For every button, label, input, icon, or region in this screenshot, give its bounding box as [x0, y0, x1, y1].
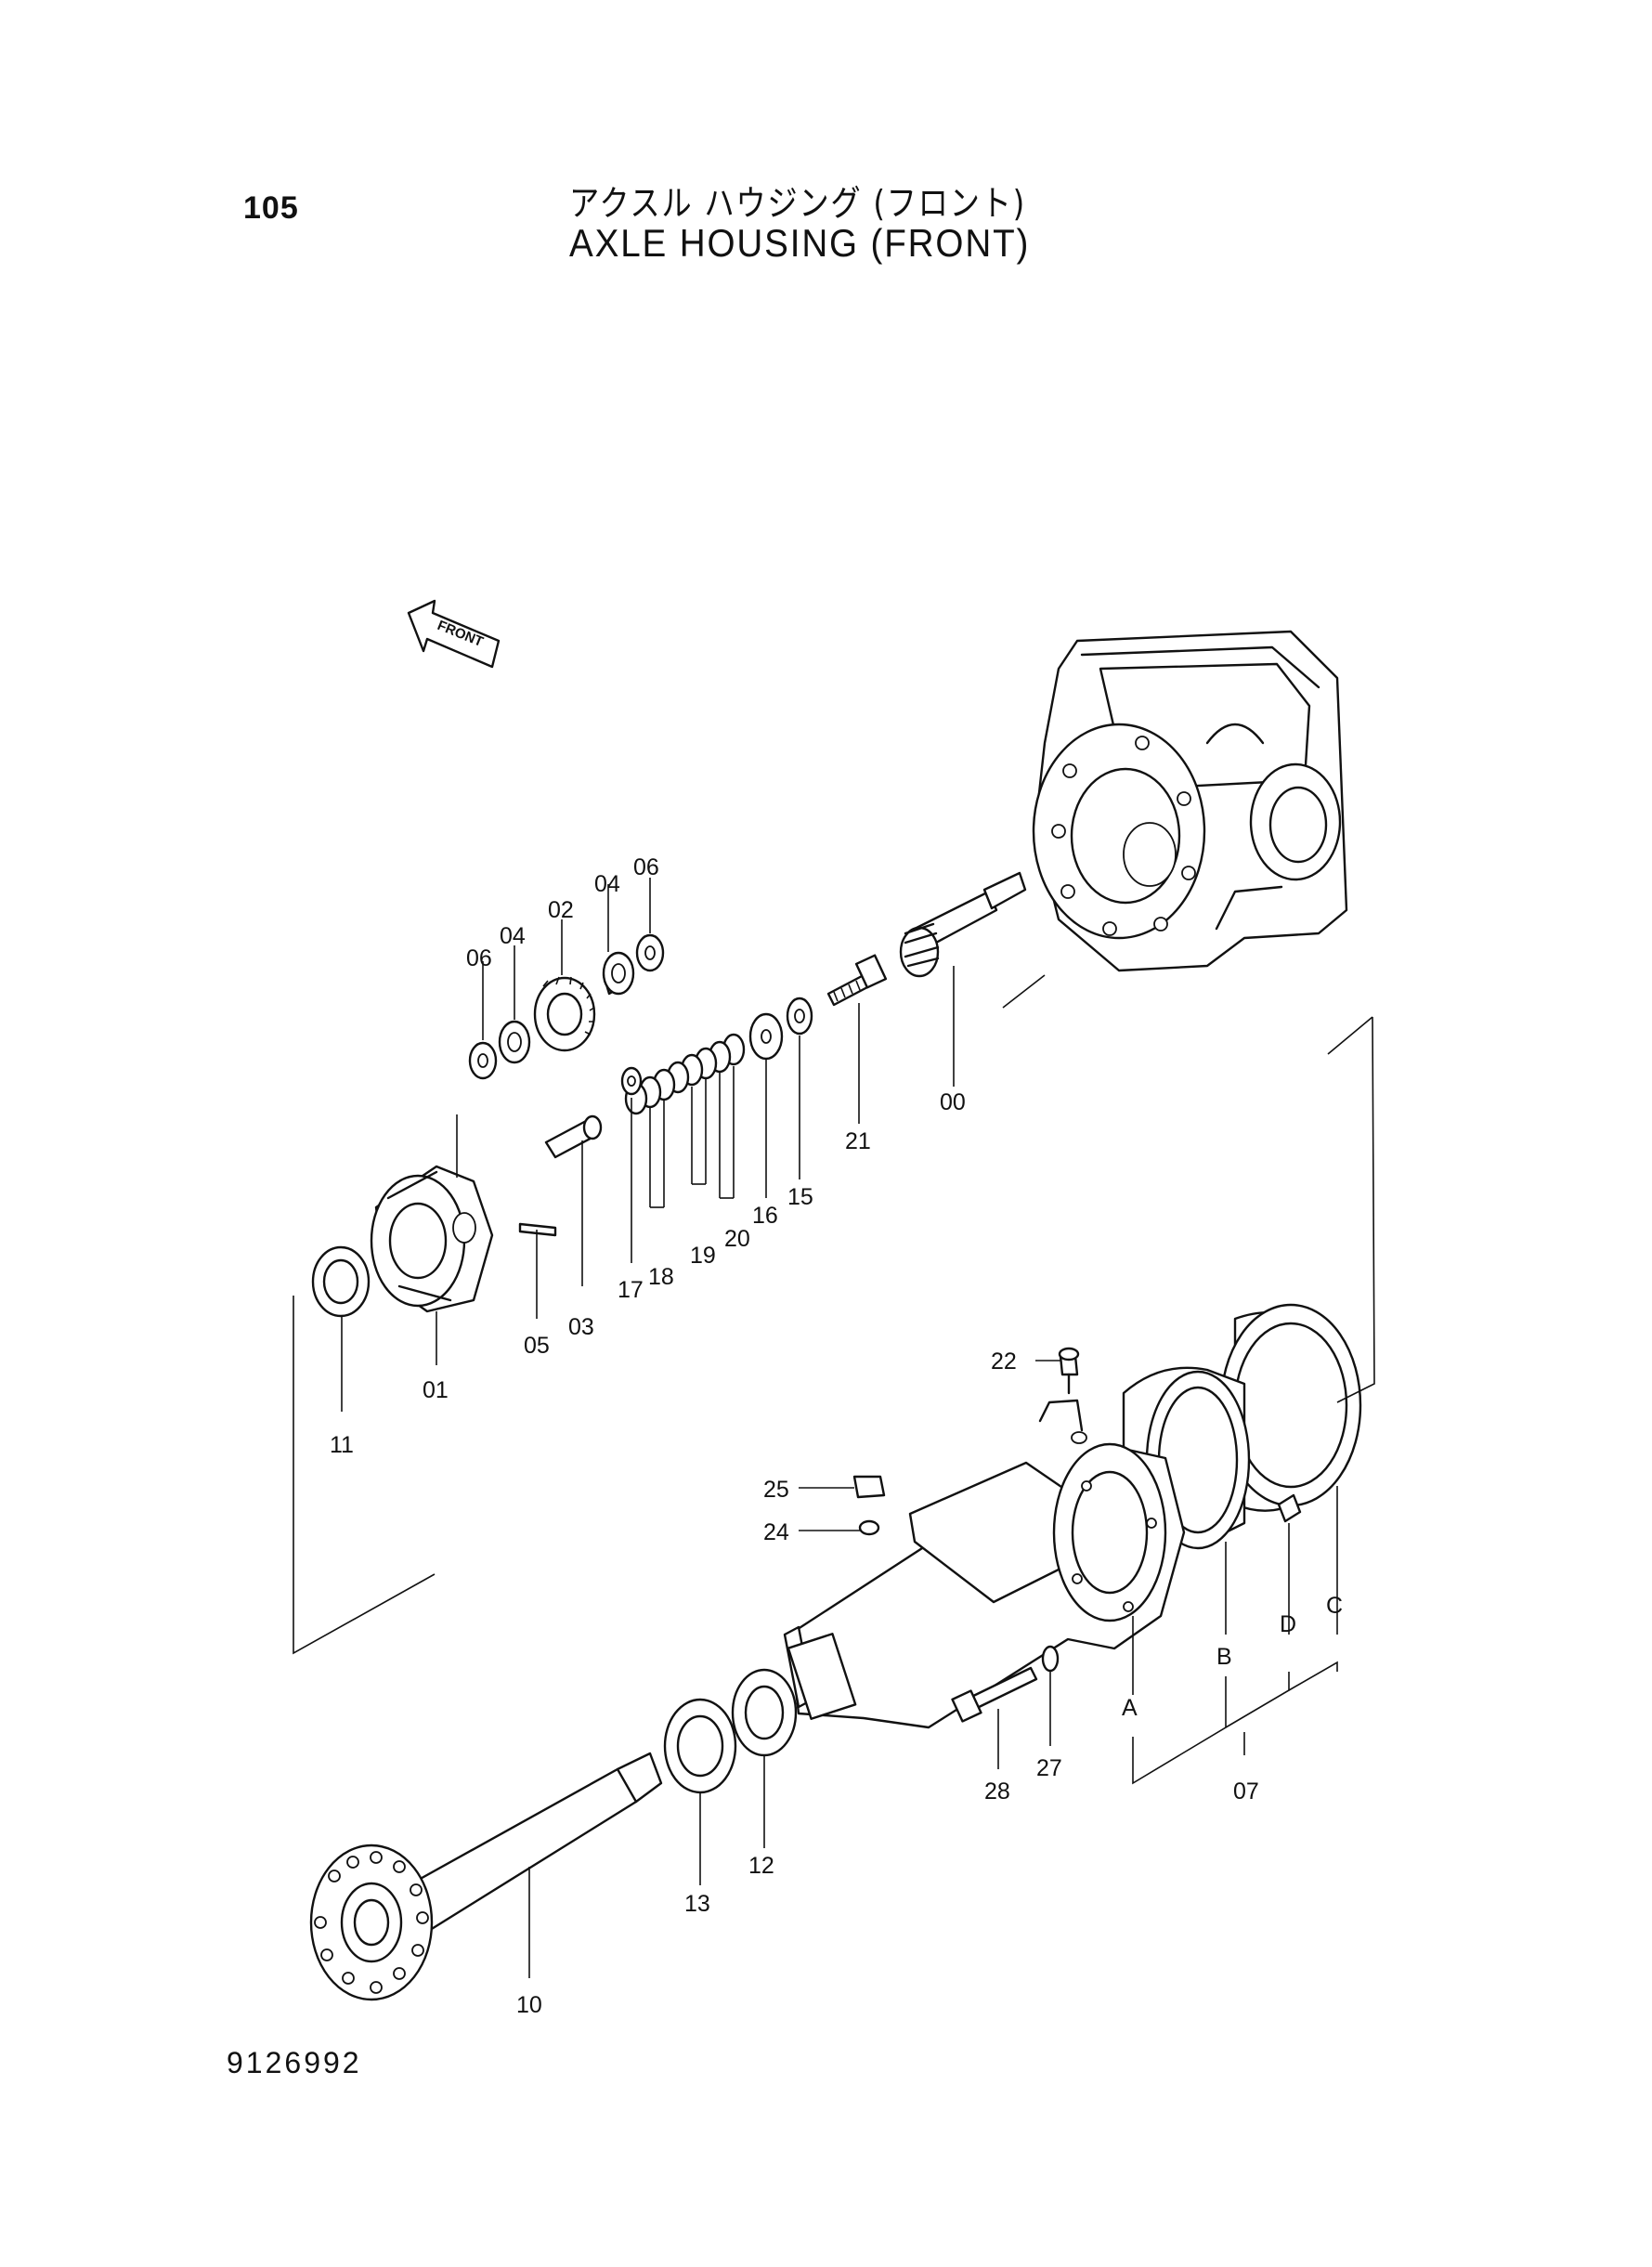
diagram-code: 9126992: [227, 2046, 362, 2079]
callout-21: 21: [845, 1128, 871, 1154]
page-title-japanese: アクスル ハウジング (フロント): [569, 183, 1026, 224]
callout-22: 22: [991, 1348, 1017, 1375]
callout-28: 28: [984, 1778, 1010, 1804]
washer-27: [1041, 1645, 1060, 1673]
callout-20: 20: [724, 1226, 750, 1252]
roll-pin-05: [518, 1222, 557, 1237]
callout-A: A: [1122, 1695, 1138, 1721]
callout-04-right: 04: [594, 871, 620, 897]
callout-27: 27: [1036, 1755, 1062, 1781]
callout-06-right: 06: [633, 854, 659, 880]
o-ring-24: [858, 1519, 880, 1536]
callout-10: 10: [516, 1992, 542, 2018]
ring-gear-assembly: [1122, 1303, 1362, 1550]
leader-lines: [341, 878, 1338, 1978]
callout-24: 24: [763, 1519, 789, 1545]
callout-11: 11: [330, 1432, 354, 1458]
callout-07: 07: [1233, 1778, 1259, 1804]
callout-17: 17: [618, 1277, 644, 1303]
callout-05: 05: [524, 1333, 550, 1359]
callout-16: 16: [752, 1203, 778, 1229]
callout-13: 13: [684, 1891, 710, 1917]
callout-15: 15: [787, 1184, 813, 1210]
callout-06-left: 06: [466, 945, 492, 971]
callout-18: 18: [648, 1264, 674, 1290]
callout-C: C: [1326, 1593, 1343, 1619]
callout-labels: 00 01 02 03 04 04 05 06 06 07 10 11 12 1…: [330, 854, 1343, 2018]
callout-19: 19: [690, 1243, 716, 1269]
front-arrow-icon: FRONT: [407, 599, 501, 669]
planet-gear-stack: [468, 933, 665, 1080]
shim-washers-17-20: [620, 1033, 746, 1115]
callout-00: 00: [940, 1089, 966, 1115]
differential-housing: [1032, 630, 1348, 972]
bearing-13: [663, 1698, 737, 1794]
axle-shaft-10: [309, 1752, 663, 2001]
callout-03: 03: [568, 1314, 594, 1340]
plug-25: [852, 1475, 886, 1499]
callout-04-left: 04: [500, 923, 526, 949]
callout-12: 12: [748, 1853, 774, 1879]
callout-01: 01: [423, 1377, 449, 1403]
assembly-guide-lines: [293, 974, 1375, 1655]
axle-housing: [783, 1399, 1186, 1729]
planet-carrier: [370, 1165, 494, 1313]
seal-12: [731, 1668, 798, 1757]
bolt-21: [826, 954, 888, 1007]
callout-25: 25: [763, 1477, 789, 1503]
callout-D: D: [1280, 1611, 1296, 1637]
callout-B: B: [1216, 1644, 1232, 1670]
callout-02: 02: [548, 897, 574, 923]
oil-seal-11: [311, 1245, 371, 1318]
page-title-english: AXLE HOUSING (FRONT): [569, 221, 1031, 265]
page-number: 105: [243, 190, 299, 226]
pinion-shaft: [899, 871, 1027, 978]
